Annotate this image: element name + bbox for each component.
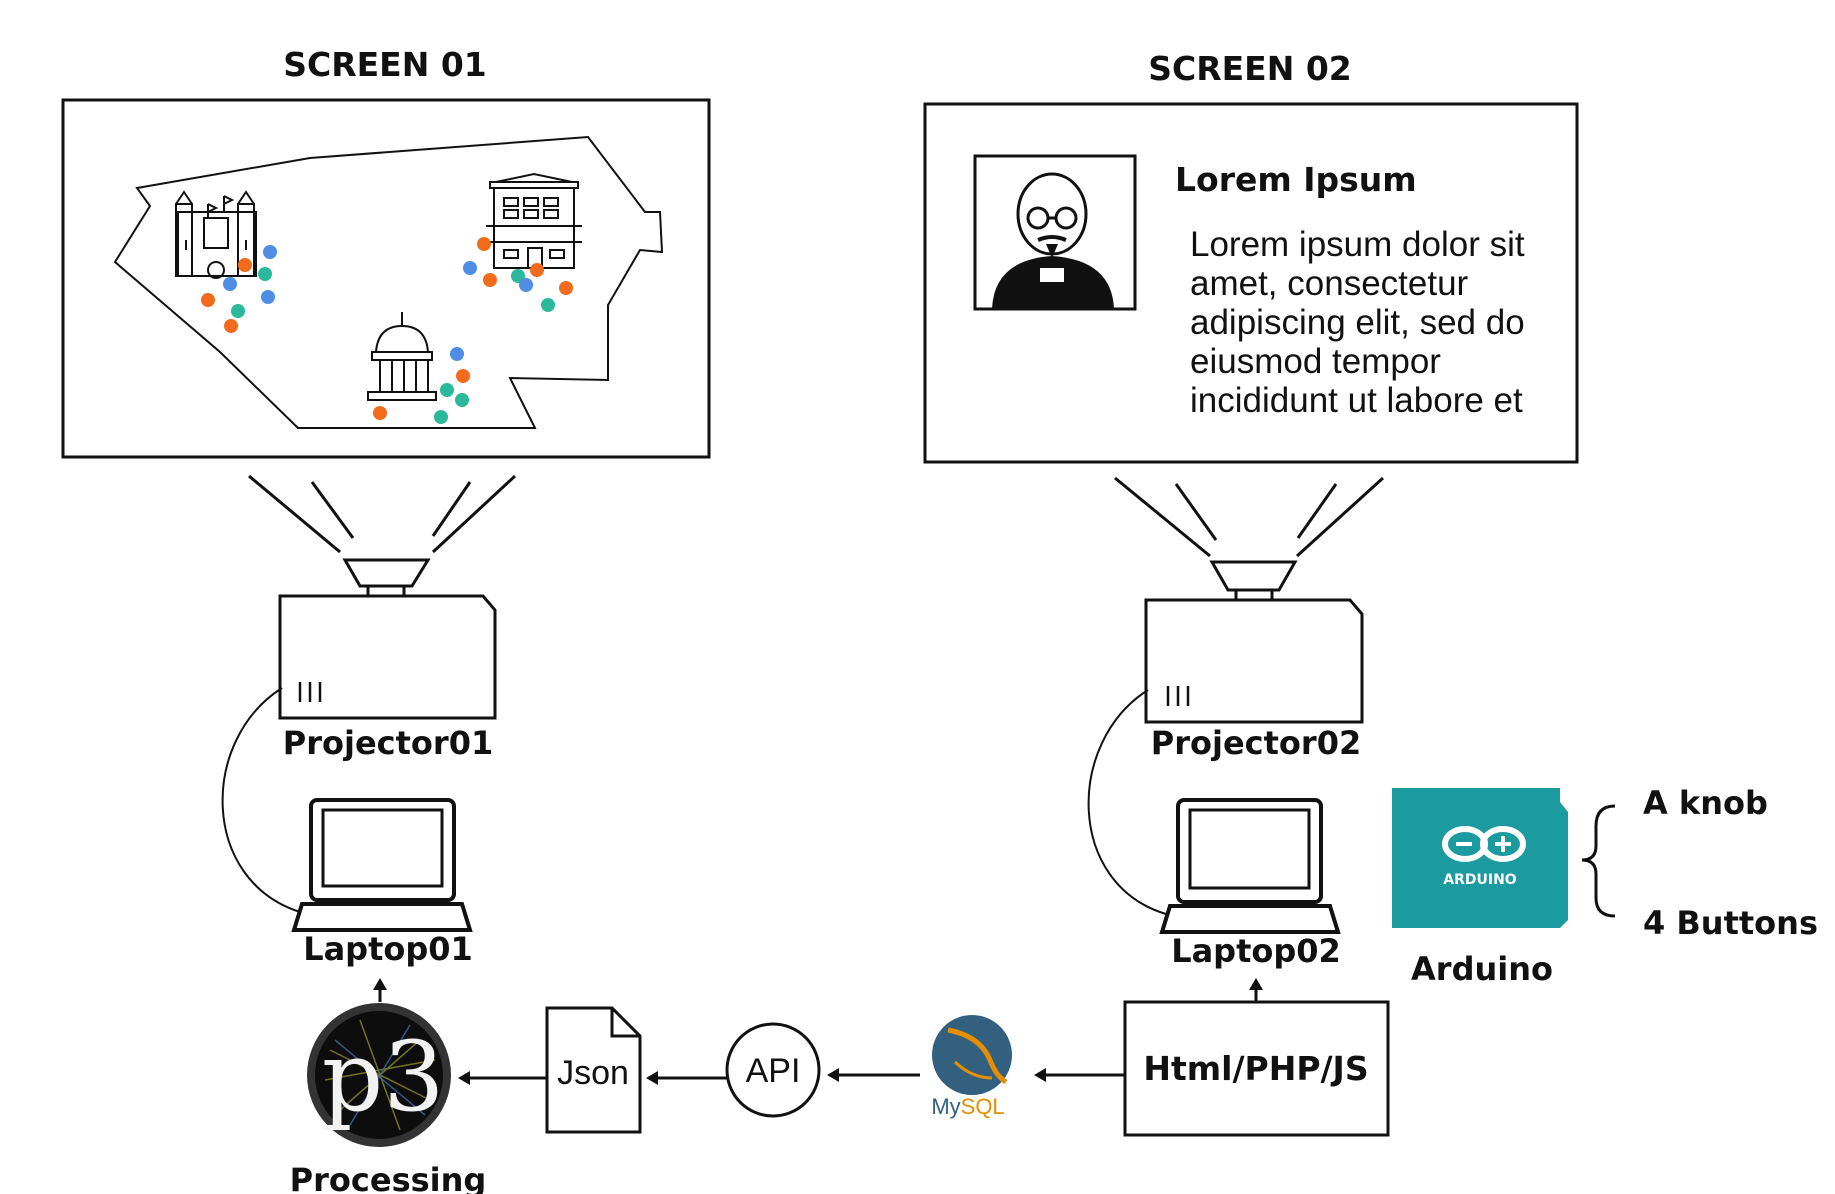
location-dot bbox=[519, 278, 533, 292]
mysql-logo-icon: MySQL bbox=[931, 1015, 1012, 1119]
person-avatar-icon bbox=[973, 154, 1137, 311]
capitol-icon bbox=[367, 312, 437, 401]
location-dot bbox=[261, 290, 275, 304]
arduino-label: Arduino bbox=[1411, 950, 1553, 988]
data-flow-arrows bbox=[373, 978, 1263, 1085]
arduino-logo-text: ARDUINO bbox=[1443, 872, 1517, 888]
projection-beams-01 bbox=[248, 474, 517, 554]
brace-icon bbox=[1581, 804, 1616, 918]
laptop01-icon bbox=[291, 798, 473, 932]
web-app-label: Html/PHP/JS bbox=[1143, 1049, 1368, 1088]
location-dot bbox=[373, 406, 387, 420]
json-label: Json bbox=[557, 1054, 629, 1092]
paragraph-line: incididunt ut labore et bbox=[1190, 381, 1523, 420]
location-dots bbox=[201, 237, 573, 424]
location-dot bbox=[455, 393, 469, 407]
location-dot bbox=[530, 263, 544, 277]
location-dot bbox=[511, 269, 525, 283]
location-dot bbox=[238, 258, 252, 272]
projection-beams-02 bbox=[1114, 476, 1385, 558]
map-outline bbox=[113, 135, 664, 429]
screen01-frame bbox=[61, 98, 711, 459]
paragraph-line: Lorem ipsum dolor sit bbox=[1190, 225, 1525, 264]
svg-text:MySQL: MySQL bbox=[931, 1094, 1004, 1119]
json-file-icon bbox=[545, 1006, 642, 1134]
location-dot bbox=[223, 277, 237, 291]
location-dot bbox=[450, 347, 464, 361]
location-dot bbox=[263, 245, 277, 259]
location-dot bbox=[483, 273, 497, 287]
paragraph-line: adipiscing elit, sed do bbox=[1190, 303, 1525, 342]
arduino-input-knob: A knob bbox=[1643, 784, 1768, 822]
arduino-icon: ARDUINO bbox=[1392, 788, 1568, 928]
cable-01 bbox=[221, 687, 301, 913]
processing-logo-icon: p3 bbox=[307, 1003, 451, 1147]
location-dot bbox=[440, 383, 454, 397]
svg-text:p3: p3 bbox=[322, 1021, 445, 1133]
location-dot bbox=[224, 319, 238, 333]
cable-02 bbox=[1087, 689, 1167, 915]
laptop02-label: Laptop02 bbox=[1171, 932, 1341, 970]
processing-label: Processing bbox=[290, 1161, 487, 1194]
paragraph-line: eiusmod tempor bbox=[1190, 342, 1441, 381]
location-dot bbox=[456, 369, 470, 383]
location-dot bbox=[201, 293, 215, 307]
api-node bbox=[725, 1022, 821, 1118]
location-dot bbox=[463, 261, 477, 275]
screen02-heading: Lorem Ipsum bbox=[1175, 160, 1417, 199]
projector01-icon bbox=[278, 558, 497, 720]
castle-icon bbox=[175, 190, 257, 279]
location-dot bbox=[258, 267, 272, 281]
location-dot bbox=[477, 237, 491, 251]
location-dot bbox=[541, 298, 555, 312]
arduino-input-buttons: 4 Buttons bbox=[1643, 904, 1818, 942]
projector02-label: Projector02 bbox=[1151, 724, 1361, 762]
location-dot bbox=[231, 304, 245, 318]
laptop01-label: Laptop01 bbox=[303, 930, 473, 968]
paragraph-line: amet, consectetur bbox=[1190, 264, 1469, 303]
location-dot bbox=[434, 410, 448, 424]
location-dot bbox=[559, 281, 573, 295]
api-label: API bbox=[746, 1052, 801, 1090]
projector02-icon bbox=[1144, 560, 1364, 724]
projector01-label: Projector01 bbox=[283, 724, 493, 762]
screen02-title: SCREEN 02 bbox=[1148, 49, 1352, 88]
screen01-title: SCREEN 01 bbox=[283, 45, 487, 84]
laptop02-icon bbox=[1159, 798, 1341, 934]
